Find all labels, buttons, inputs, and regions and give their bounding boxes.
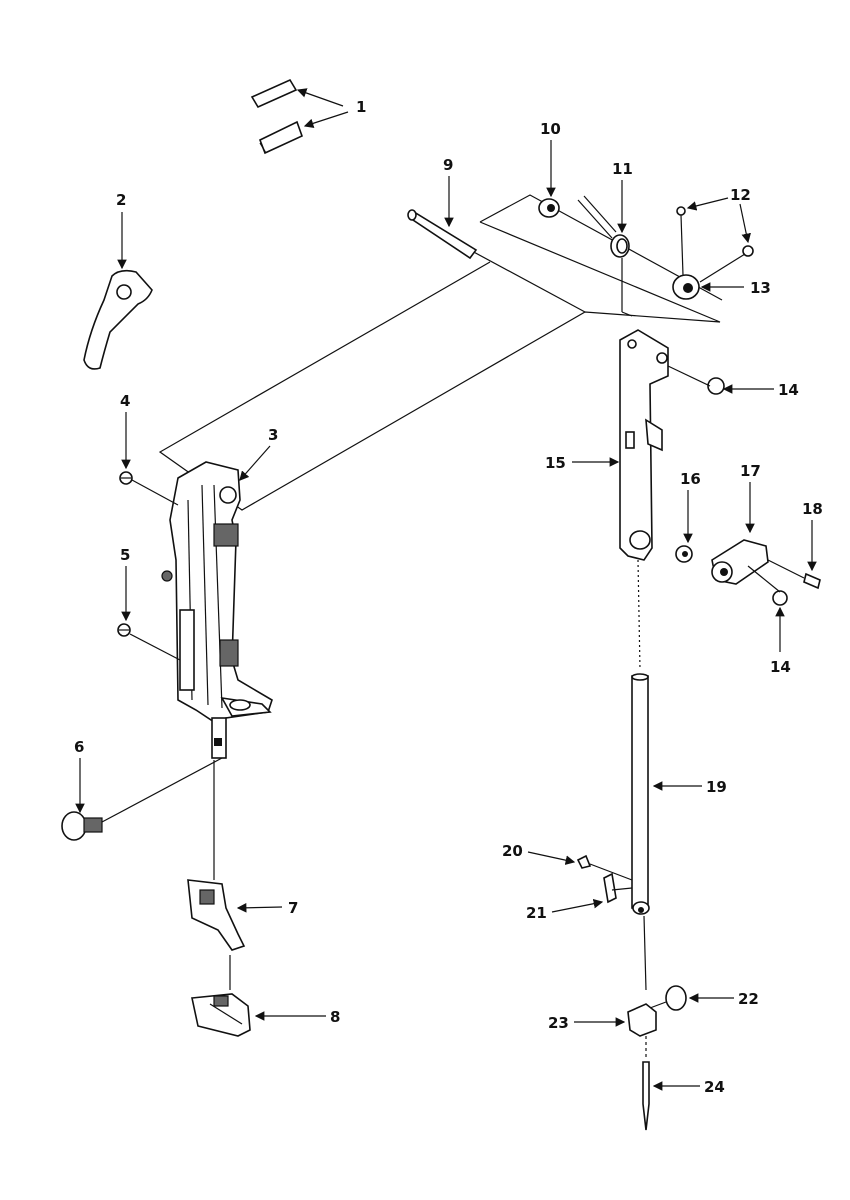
callout-labels: 1 2 3 4 5 6 7 8 9 10 11 12 13 14 15 16 1…	[74, 98, 823, 1096]
assembly-guide-top	[479, 194, 723, 301]
callout-11: 11	[612, 160, 633, 178]
part-21-thread-guide	[603, 872, 633, 904]
part-9-rod	[407, 209, 478, 260]
callout-20: 20	[502, 842, 523, 860]
part-6-thumb-screw	[61, 757, 223, 841]
callout-6: 6	[74, 738, 84, 756]
part-2-lever	[83, 269, 153, 370]
part-4-screw	[119, 471, 179, 506]
callout-8: 8	[330, 1008, 340, 1026]
callout-16: 16	[680, 470, 701, 488]
part-8-presser-foot	[191, 955, 251, 1037]
part-10-washer	[538, 198, 560, 218]
part-14-clip-b	[772, 590, 788, 606]
callout-3: 3	[268, 426, 278, 444]
part-11-spring	[577, 195, 633, 317]
part-14-clip-a	[667, 365, 725, 395]
callout-10: 10	[540, 120, 561, 138]
part-7-foot-shank	[187, 760, 246, 951]
callout-23: 23	[548, 1014, 569, 1032]
callout-18: 18	[802, 500, 823, 518]
part-5-screw	[117, 623, 181, 661]
assembly-guide-fill	[469, 249, 586, 313]
callout-13: 13	[750, 279, 771, 297]
part-13-collar	[672, 274, 700, 300]
callout-1: 1	[356, 98, 366, 116]
part-19-needle-bar	[631, 673, 650, 991]
part-22-thumb-screw	[649, 985, 687, 1011]
part-20-screw	[576, 854, 633, 881]
assembly-guide-left	[158, 221, 721, 511]
callout-9: 9	[443, 156, 453, 174]
callout-19: 19	[706, 778, 727, 796]
part-16-washer	[675, 545, 693, 563]
part-24-needle	[642, 1036, 650, 1131]
callout-5: 5	[120, 546, 130, 564]
callout-4: 4	[120, 392, 130, 410]
callout-14-a: 14	[778, 381, 799, 399]
callout-15: 15	[545, 454, 566, 472]
callout-14-b: 14	[770, 658, 791, 676]
callout-12: 12	[730, 186, 751, 204]
callout-17: 17	[740, 462, 761, 480]
part-17-link	[711, 539, 781, 593]
callout-24: 24	[704, 1078, 725, 1096]
callout-2: 2	[116, 191, 126, 209]
part-12-screws	[676, 206, 754, 283]
part-1-pins	[250, 78, 303, 155]
callout-21: 21	[526, 904, 547, 922]
callout-7: 7	[288, 899, 298, 917]
part-18-set-screw	[767, 559, 821, 590]
part-23-needle-clamp	[627, 1003, 657, 1037]
leader-arrows	[75, 88, 817, 1091]
callout-22: 22	[738, 990, 759, 1008]
part-15-bracket	[619, 329, 669, 671]
part-3-presser-bar-assembly	[161, 461, 273, 759]
